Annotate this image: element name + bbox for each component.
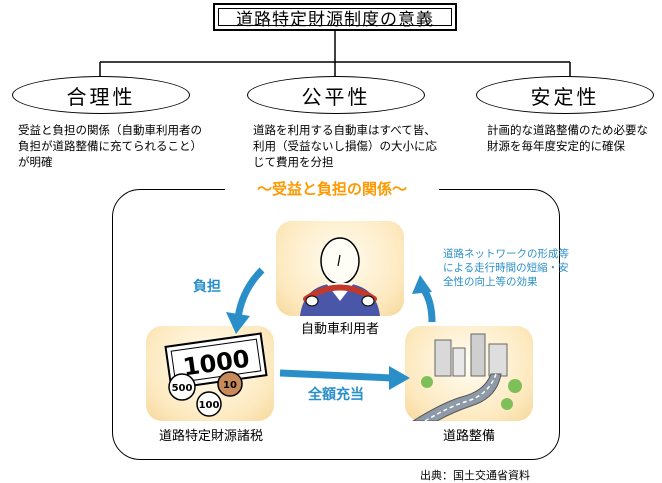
users-caption: 自動車利用者 bbox=[300, 322, 379, 337]
tax-card: 1000 500 10 100 bbox=[146, 326, 274, 421]
full-allocation-label: 全額充当 bbox=[308, 387, 364, 403]
principle-fairness-description: 道路を利用する自動車はすべて皆、利用（受益ないし損傷）の大小に応じて費用を分担 bbox=[253, 123, 437, 169]
coin-10-icon bbox=[217, 371, 243, 397]
road-illustration bbox=[411, 333, 522, 422]
principle-rationality-description: 受益と負担の関係（自動車利用者の負担が道路整備に充てられること）が明確 bbox=[18, 123, 202, 169]
principle-fairness-label: 公平性 bbox=[301, 84, 371, 109]
coin-100-value: 100 bbox=[199, 400, 220, 411]
principle-rationality-oval: 合理性 bbox=[12, 76, 190, 114]
coin-100-icon bbox=[196, 391, 222, 417]
effects-description: 道路ネットワークの形成等による走行時間の短縮・安全性の向上等の効果 bbox=[443, 248, 569, 288]
roads-caption: 道路整備 bbox=[442, 429, 495, 444]
source-note: 出典：国土交通省資料 bbox=[420, 469, 530, 482]
diagram-title: 道路特定財源制度の意義 bbox=[213, 3, 457, 31]
driver-illustration bbox=[300, 237, 380, 316]
diagram-title-text: 道路特定財源制度の意義 bbox=[236, 9, 434, 30]
users-card bbox=[276, 221, 404, 316]
principle-stability-oval: 安定性 bbox=[476, 76, 654, 114]
banknote-icon: 1000 bbox=[164, 332, 268, 390]
allocation-arrow-head bbox=[389, 366, 410, 390]
coin-500-icon bbox=[168, 373, 196, 401]
allocation-arrow bbox=[279, 369, 393, 382]
burden-arrow-head bbox=[226, 312, 250, 334]
principle-fairness-oval: 公平性 bbox=[247, 76, 425, 114]
building-icon bbox=[470, 333, 486, 377]
burden-label: 負担 bbox=[193, 279, 221, 295]
effect-arrow-head bbox=[412, 275, 432, 294]
money-illustration: 1000 500 10 100 bbox=[164, 332, 268, 417]
tree-connector bbox=[99, 31, 571, 76]
burden-arrow bbox=[234, 267, 265, 319]
principle-rationality-label: 合理性 bbox=[66, 84, 136, 109]
coin-500-value: 500 bbox=[172, 383, 193, 394]
benefit-burden-title: 〜受益と負担の関係〜 bbox=[225, 178, 439, 199]
coin-10-value: 10 bbox=[223, 380, 237, 391]
road-icon bbox=[411, 373, 502, 422]
principle-stability-description: 計画的な道路整備のため必要な財源を毎年度安定的に確保 bbox=[487, 123, 648, 153]
tax-caption: 道路特定財源諸税 bbox=[158, 429, 263, 444]
building-icon bbox=[434, 339, 452, 377]
effect-arrow bbox=[421, 288, 436, 323]
roads-card bbox=[405, 326, 533, 422]
principle-stability-label: 安定性 bbox=[530, 84, 600, 109]
building-icon bbox=[452, 347, 466, 377]
